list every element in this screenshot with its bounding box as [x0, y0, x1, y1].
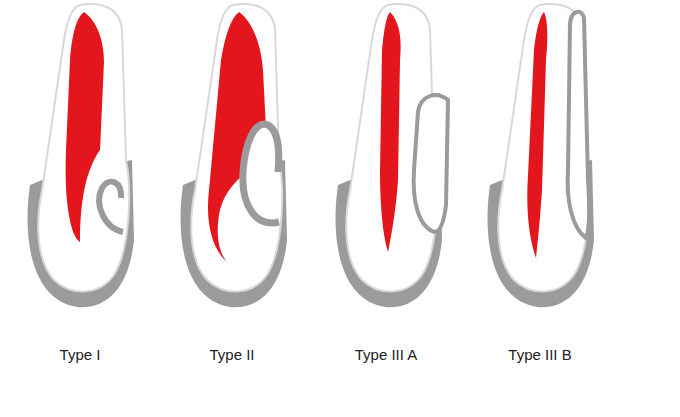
- pulp: [380, 12, 401, 252]
- invagination: [243, 124, 279, 223]
- tooth-type-3b: [487, 4, 594, 307]
- tooth-type-2: [180, 4, 287, 307]
- invagination: [568, 12, 590, 238]
- invagination: [99, 182, 123, 232]
- invagination: [414, 95, 448, 232]
- pulp: [527, 12, 547, 258]
- tooth-type-1: [27, 4, 134, 307]
- tooth-type-3a: [335, 4, 448, 307]
- type-label: Type III B: [508, 346, 571, 364]
- type-label: Type II: [209, 346, 254, 364]
- type-label: Type I: [60, 346, 101, 364]
- type-label: Type III A: [355, 346, 418, 364]
